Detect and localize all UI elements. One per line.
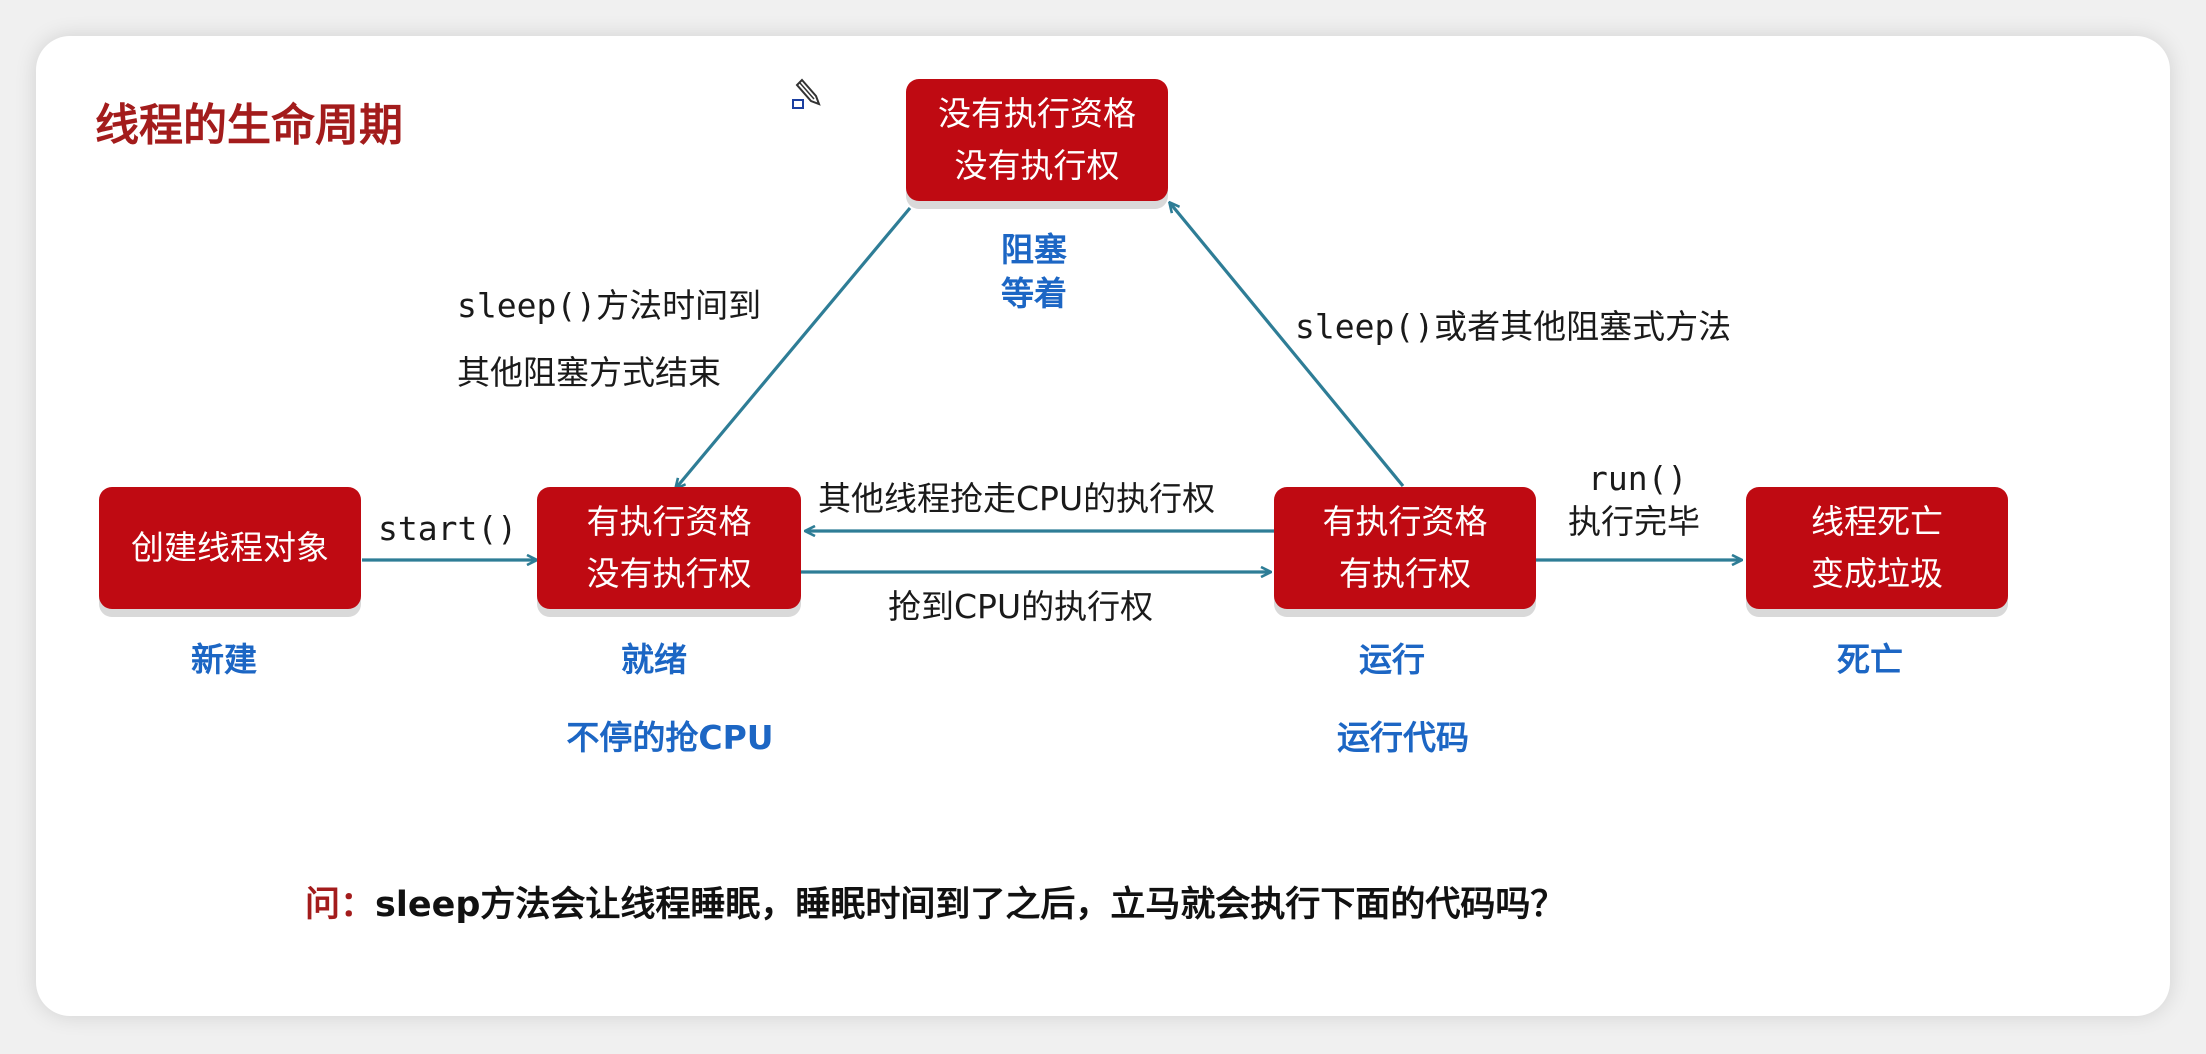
state-note-running: 运行代码 [1337,718,1469,757]
question-prefix: 问： [305,885,376,925]
state-name-blocked-2: 等着 [1001,274,1067,313]
state-blocked-line-1: 没有执行资格 [938,94,1136,133]
transition-label-to-blocked: sleep()或者其他阻塞式方法 [1295,307,1732,346]
transition-label-run: run() [1588,459,1688,498]
state-running-line-1: 有执行资格 [1322,502,1488,541]
state-box-new: 创建线程对象 [99,487,361,609]
arrow-blocked-to-ready [676,206,912,488]
pen-cursor-icon [792,78,821,109]
state-name-running: 运行 [1359,640,1425,679]
question-text: 问：sleep方法会让线程睡眠，睡眠时间到了之后，立马就会执行下面的代码吗？ [305,880,1565,930]
transition-label-got-cpu: 抢到CPU的执行权 [888,587,1154,626]
transition-label-start: start() [378,509,518,548]
state-new-line-1: 创建线程对象 [131,528,329,567]
state-box-ready: 有执行资格 没有执行权 [537,487,801,609]
state-box-blocked: 没有执行资格 没有执行权 [906,79,1168,201]
question-body: sleep方法会让线程睡眠，睡眠时间到了之后，立马就会执行下面的代码吗？ [375,885,1566,925]
state-name-dead: 死亡 [1837,640,1903,679]
state-dead-line-2: 变成垃圾 [1811,554,1943,593]
state-name-blocked-1: 阻塞 [1001,230,1067,269]
state-running-line-2: 有执行权 [1339,554,1471,593]
transition-label-run-done: 执行完毕 [1568,502,1700,541]
state-ready-line-1: 有执行资格 [586,502,752,541]
arrow-running-to-blocked [1170,203,1405,488]
state-box-dead: 线程死亡 变成垃圾 [1746,487,2008,609]
transition-label-sleep-timeout: sleep()方法时间到 [457,286,762,325]
page-title: 线程的生命周期 [95,100,403,151]
state-dead-line-1: 线程死亡 [1811,502,1943,541]
state-blocked-line-2: 没有执行权 [954,146,1120,185]
state-box-running: 有执行资格 有执行权 [1274,487,1536,609]
transition-label-preempted: 其他线程抢走CPU的执行权 [818,479,1216,518]
state-ready-line-2: 没有执行权 [586,554,752,593]
transition-label-block-ended: 其他阻塞方式结束 [457,353,721,392]
state-name-ready: 就绪 [621,640,687,679]
state-note-ready: 不停的抢CPU [566,718,774,757]
state-name-new: 新建 [191,640,257,679]
